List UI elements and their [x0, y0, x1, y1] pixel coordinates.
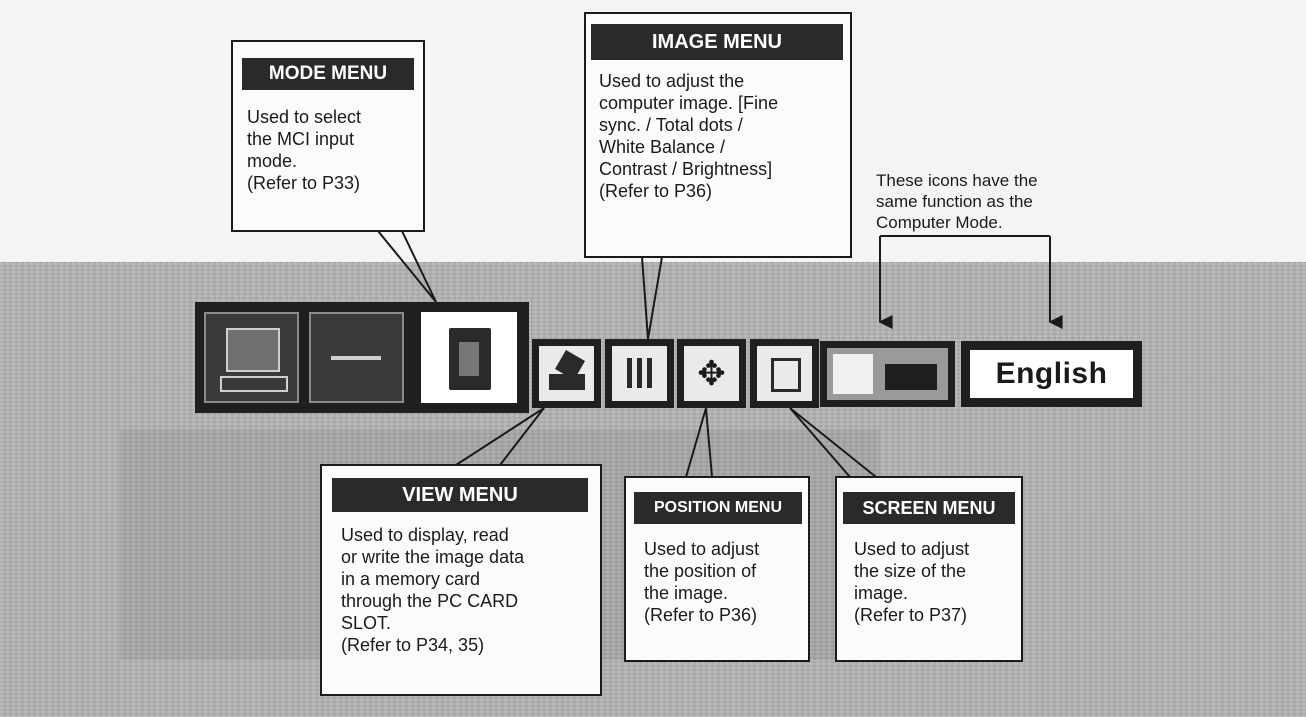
mode-menu-description: Used to select the MCI input mode. (Refe…: [247, 107, 362, 193]
view-menu-tile[interactable]: [532, 339, 601, 408]
screen-size-icon[interactable]: [757, 346, 812, 401]
projection-beam-shape: [833, 354, 873, 394]
position-arrows-icon[interactable]: ✥: [684, 346, 739, 401]
keyboard-shape: [220, 376, 288, 392]
image-menu-description: Used to adjust the computer image. [Fine…: [599, 71, 779, 201]
position-menu-description: Used to adjust the position of the image…: [644, 539, 760, 625]
screen-menu-tile[interactable]: [750, 339, 819, 408]
view-menu-callout: VIEW MENU Used to display, read or write…: [320, 464, 602, 696]
computer-mode-icon[interactable]: [204, 312, 299, 403]
position-menu-callout: POSITION MENU Used to adjust the positio…: [624, 476, 810, 662]
mode-menu-title: MODE MENU: [242, 58, 414, 90]
image-menu-title: IMAGE MENU: [591, 24, 843, 60]
monitor-shape: [226, 328, 280, 372]
slider-bar-3: [647, 358, 652, 388]
projector-body-shape: [885, 364, 937, 390]
language-button[interactable]: English: [970, 350, 1133, 398]
view-icon[interactable]: [539, 346, 594, 401]
projector-tile[interactable]: [820, 341, 955, 407]
video-mode-icon[interactable]: [309, 312, 404, 403]
slider-bar-2: [637, 358, 642, 388]
dash-shape: [331, 356, 381, 360]
image-menu-callout: IMAGE MENU Used to adjust the computer i…: [584, 12, 852, 258]
slider-bar-1: [627, 358, 632, 388]
card-slot-shape: [459, 342, 479, 376]
screen-menu-description: Used to adjust the size of the image. (R…: [854, 539, 970, 625]
mode-menu-callout: MODE MENU Used to select the MCI input m…: [231, 40, 425, 232]
camera-shape: [549, 374, 585, 390]
screen-menu-title: SCREEN MENU: [843, 492, 1015, 524]
screen-frame-shape: [771, 358, 801, 392]
view-menu-description: Used to display, read or write the image…: [341, 525, 525, 655]
projector-icon[interactable]: [827, 348, 948, 400]
position-menu-tile[interactable]: ✥: [677, 339, 746, 408]
screen-menu-callout: SCREEN MENU Used to adjust the size of t…: [835, 476, 1023, 662]
view-menu-title: VIEW MENU: [332, 478, 588, 512]
image-adjust-icon[interactable]: [612, 346, 667, 401]
image-menu-tile[interactable]: [605, 339, 674, 408]
position-menu-title: POSITION MENU: [634, 492, 802, 524]
language-tile[interactable]: English: [961, 341, 1142, 407]
memory-card-mode-icon[interactable]: [421, 312, 517, 403]
mode-icon-group[interactable]: [195, 302, 529, 413]
icons-note: These icons have the same function as th…: [876, 171, 1038, 232]
